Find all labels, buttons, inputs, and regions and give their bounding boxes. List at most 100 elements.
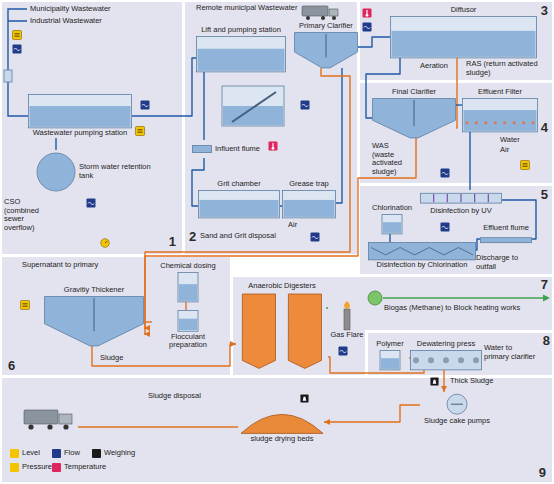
section-panel: 5Disinfection by UVChlorinationDisinfect… — [360, 186, 552, 274]
pipe-connector — [55, 138, 56, 150]
unit-label-group: Flocculant preparation — [152, 333, 224, 350]
equipment-holder — [326, 300, 368, 330]
annotation: Sand and Grit disposal — [200, 232, 276, 241]
unit-label: Grit chamber — [198, 180, 280, 189]
equipment-holder — [371, 350, 409, 370]
pipe-connector — [92, 344, 236, 366]
annotation: Water to primary clarifier — [484, 344, 536, 361]
tank-water — [464, 110, 537, 131]
section-number-holder: 8 — [543, 334, 550, 347]
gas-holder — [368, 291, 382, 305]
pipe-connector — [326, 307, 328, 308]
unit-label: Chemical dosing — [158, 262, 218, 271]
legend-swatch — [52, 449, 61, 458]
equipment-drawing — [462, 98, 538, 132]
equipment-holder — [410, 350, 482, 370]
process-unit: Diffusor — [390, 6, 537, 58]
pipe-connector — [476, 239, 480, 250]
unit-label-group: Gravitiy Thickener — [44, 286, 144, 295]
retention-tank — [37, 153, 75, 191]
pipe-connector — [185, 302, 186, 310]
section-number: 4 — [541, 121, 548, 134]
uv-lamp — [488, 194, 489, 202]
pipe-connector — [324, 405, 420, 422]
equipment-drawing — [192, 140, 212, 158]
section-number-holder: 5 — [541, 188, 548, 201]
annotation: Air — [288, 221, 297, 230]
equipment-drawing — [28, 94, 132, 128]
annotation-holder: Sludge disposal — [148, 392, 201, 401]
flare-stack — [344, 309, 350, 330]
unit-label-group: Disinfection by UV — [420, 207, 502, 216]
flow-instrument — [363, 23, 372, 32]
filter-media — [494, 121, 497, 124]
section-number: 6 — [8, 359, 15, 372]
equipment-drawing — [390, 16, 537, 58]
contact-basin — [369, 243, 476, 260]
annotation-holder: CSO (combined sewer overflow) — [4, 198, 44, 233]
unit-label: Influent flume — [215, 145, 264, 154]
tank-shell — [463, 98, 538, 131]
dosing-liquid — [381, 358, 399, 369]
unit-label-group: Sludge cake pumps — [420, 417, 494, 426]
equipment-holder — [44, 296, 144, 346]
legend-item: Weighing — [92, 449, 135, 458]
annotation: Municipality Wastewater — [30, 5, 111, 14]
legend-swatch — [10, 449, 19, 458]
legend-item: Flow — [52, 449, 80, 458]
section-number-holder: 4 — [541, 121, 548, 134]
legend-text: Temperature — [64, 463, 106, 472]
annotation-holder: Sludge — [100, 354, 123, 363]
pump-casing — [447, 394, 467, 414]
unit-label: Effluent Filter — [462, 88, 538, 97]
tanker-wheel — [306, 16, 310, 20]
equipment-holder — [462, 98, 538, 132]
clarifier-tank — [373, 98, 456, 137]
process-unit: Influent flume — [192, 140, 264, 158]
annotation: Discharge to outfall — [476, 254, 538, 271]
tanker-cab — [329, 9, 338, 16]
tanker-body — [302, 6, 328, 16]
dosing-tank — [178, 311, 198, 332]
tank-shell — [199, 190, 280, 217]
dosing-liquid — [179, 284, 197, 301]
legend-item: Level — [10, 449, 40, 458]
digester-tank — [242, 294, 275, 368]
process-unit: Gravitiy Thickener — [44, 286, 144, 346]
filter-media — [513, 121, 516, 124]
unit-label-group: Anaerobic Digesters — [236, 282, 328, 291]
unit-label: Effluent flume — [480, 224, 532, 233]
annotation: Sludge — [100, 354, 123, 363]
pipe-connector — [366, 58, 400, 118]
equipment-holder — [198, 190, 280, 218]
section-number: 3 — [541, 4, 548, 17]
tank-shell — [197, 36, 286, 71]
unit-label: Storm water retention tank — [79, 163, 166, 180]
annotation: Water — [500, 136, 520, 145]
annotation: CSO (combined sewer overflow) — [4, 198, 44, 233]
annotation-holder: RAS (return activated sludge) — [466, 60, 546, 77]
equipment-holder — [196, 36, 286, 72]
process-unit: Effluent Filter — [462, 88, 538, 132]
unit-label: Primary Clarifier — [294, 22, 358, 31]
equipment-holder — [192, 140, 212, 158]
temperature-instrument — [269, 142, 278, 151]
annotation-holder: Supernatant to primary — [22, 261, 98, 270]
pipe-connector — [132, 58, 196, 116]
section-number: 2 — [189, 230, 196, 243]
pipe-connector — [280, 205, 282, 206]
annotation-holder: Municipality Wastewater — [30, 5, 111, 14]
unit-label-group: Gas Flare — [326, 331, 368, 340]
pipe-connector — [409, 357, 410, 358]
uv-lamp — [460, 194, 461, 202]
pipe-connector — [336, 68, 342, 203]
annotation-holder: Aeration — [420, 62, 448, 71]
unit-label-group: Disinfection by Chlorination — [368, 261, 476, 270]
pipe-connector — [192, 158, 204, 206]
unit-label: Sludge cake pumps — [420, 417, 494, 426]
equipment-drawing — [372, 98, 456, 138]
weighing-instrument — [430, 377, 438, 385]
pipe-connector — [469, 132, 470, 190]
process-unit: sludge drying beds — [240, 410, 324, 444]
annotation: Air — [500, 146, 509, 155]
